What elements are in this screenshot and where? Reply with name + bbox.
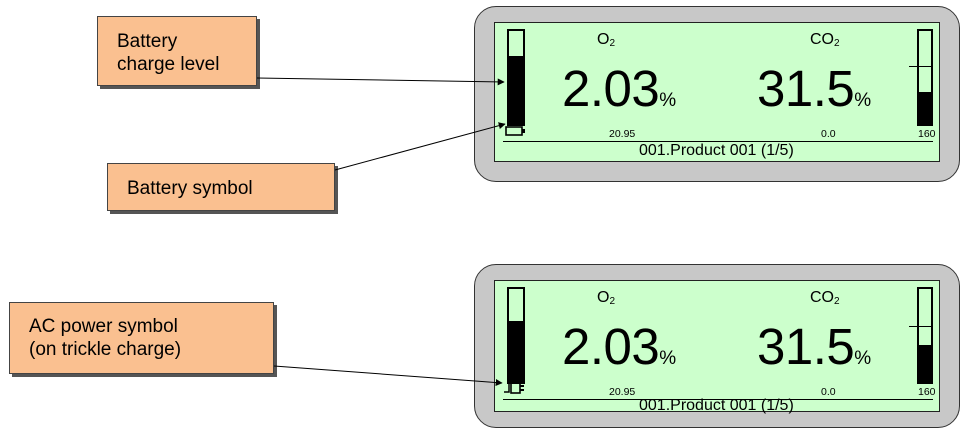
- battery-charge-level-callout: Battery charge level: [97, 16, 257, 86]
- co2-unit: %: [854, 348, 872, 369]
- o2-value: 2.03: [562, 60, 660, 117]
- battery-icon: [505, 126, 525, 136]
- o2-value: 2.03: [562, 318, 660, 375]
- analyzer-device-ac-power: O2 CO2 2.03% 31.5% 20.95 0.0 160 001.Pro…: [474, 264, 960, 428]
- battery-level-fill: [507, 56, 525, 126]
- lcd-screen: O2 CO2 2.03% 31.5% 20.95 0.0 160 001.Pro…: [494, 280, 940, 414]
- o2-unit: %: [659, 90, 677, 111]
- battery-symbol-arrow: [334, 122, 506, 171]
- right-gauge-marker: [909, 326, 933, 328]
- product-name: 001.Product 001 (1/5): [639, 142, 794, 159]
- ac-power-symbol-callout: AC power symbol (on trickle charge): [9, 302, 274, 374]
- battery-level-fill: [507, 321, 525, 384]
- analyzer-device-battery: O2 CO2 2.03% 31.5% 20.95 0.0 160 001.Pro…: [474, 6, 960, 182]
- co2-setpoint: 0.0: [821, 386, 836, 398]
- right-gauge-fill: [917, 92, 933, 126]
- right-gauge-fill: [917, 345, 933, 384]
- right-gauge-value: 160: [918, 128, 936, 140]
- lcd-screen: O2 CO2 2.03% 31.5% 20.95 0.0 160 001.Pro…: [494, 22, 940, 162]
- callout-label: Battery symbol: [127, 178, 253, 199]
- co2-value: 31.5: [757, 60, 855, 117]
- co2-unit: %: [854, 90, 872, 111]
- charge-level-arrow: [256, 77, 505, 86]
- o2-setpoint: 20.95: [609, 386, 636, 398]
- o2-setpoint: 20.95: [609, 128, 636, 140]
- callout-line-2: charge level: [117, 54, 220, 75]
- o2-reading: 2.03%: [562, 63, 676, 114]
- callout-line-1: AC power symbol: [29, 316, 178, 337]
- o2-label: O2: [597, 289, 616, 307]
- callout-line-1: Battery: [117, 31, 178, 52]
- co2-label: CO2: [810, 31, 840, 49]
- right-gauge-marker: [909, 66, 933, 68]
- co2-value: 31.5: [757, 318, 855, 375]
- co2-reading: 31.5%: [757, 321, 871, 372]
- divider-line: [503, 141, 933, 143]
- callout-line-2: (on trickle charge): [29, 339, 182, 360]
- divider-line: [503, 399, 933, 401]
- right-gauge-value: 160: [918, 386, 936, 398]
- o2-label: O2: [597, 31, 616, 49]
- co2-label: CO2: [810, 289, 840, 307]
- ac-power-arrow: [273, 365, 503, 387]
- co2-setpoint: 0.0: [821, 128, 836, 140]
- battery-symbol-callout: Battery symbol: [107, 163, 335, 211]
- o2-reading: 2.03%: [562, 321, 676, 372]
- o2-unit: %: [659, 348, 677, 369]
- ac-plug-icon: [504, 382, 524, 394]
- product-name: 001.Product 001 (1/5): [639, 397, 794, 414]
- co2-reading: 31.5%: [757, 63, 871, 114]
